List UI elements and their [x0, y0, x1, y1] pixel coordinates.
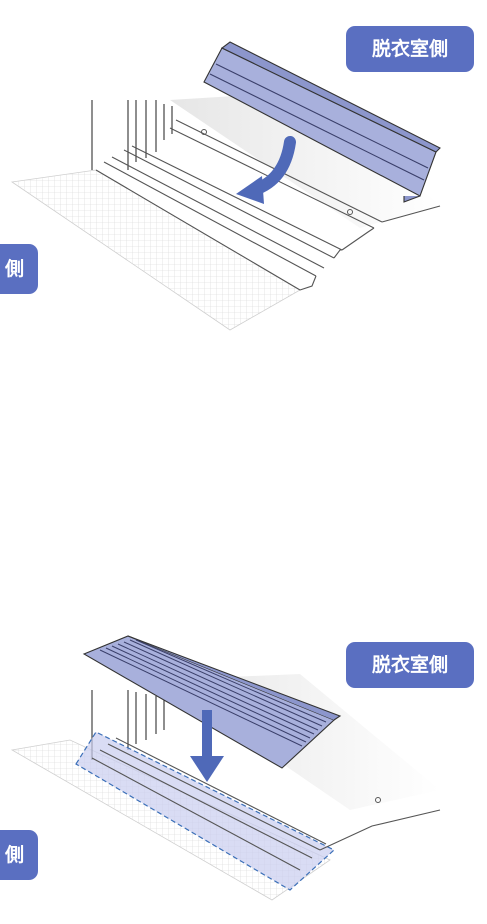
threshold-drawing-bottom	[10, 635, 441, 901]
install-area-outline	[75, 731, 336, 891]
step-2-illustration: 脱衣室側 側	[0, 600, 487, 924]
threshold-cover-piece	[203, 41, 441, 203]
threshold-rails	[91, 737, 441, 871]
threshold-cover-piece	[82, 635, 342, 769]
install-area-highlight	[76, 732, 334, 890]
screw-hole	[201, 129, 207, 135]
screw-hole	[347, 209, 353, 215]
other-side-badge: 側	[0, 830, 38, 880]
install-arrow	[202, 710, 212, 760]
install-arrow-head	[236, 176, 264, 204]
other-side-badge: 側	[0, 244, 38, 294]
install-arrow-head	[190, 756, 224, 782]
screw-hole	[375, 797, 381, 803]
step-1-illustration: 脱衣室側 側	[0, 0, 487, 360]
dressing-room-floor	[170, 92, 440, 228]
dressing-room-side-badge: 脱衣室側	[346, 642, 474, 688]
dressing-room-side-badge: 脱衣室側	[346, 26, 474, 72]
threshold-drawing-top	[10, 41, 441, 331]
